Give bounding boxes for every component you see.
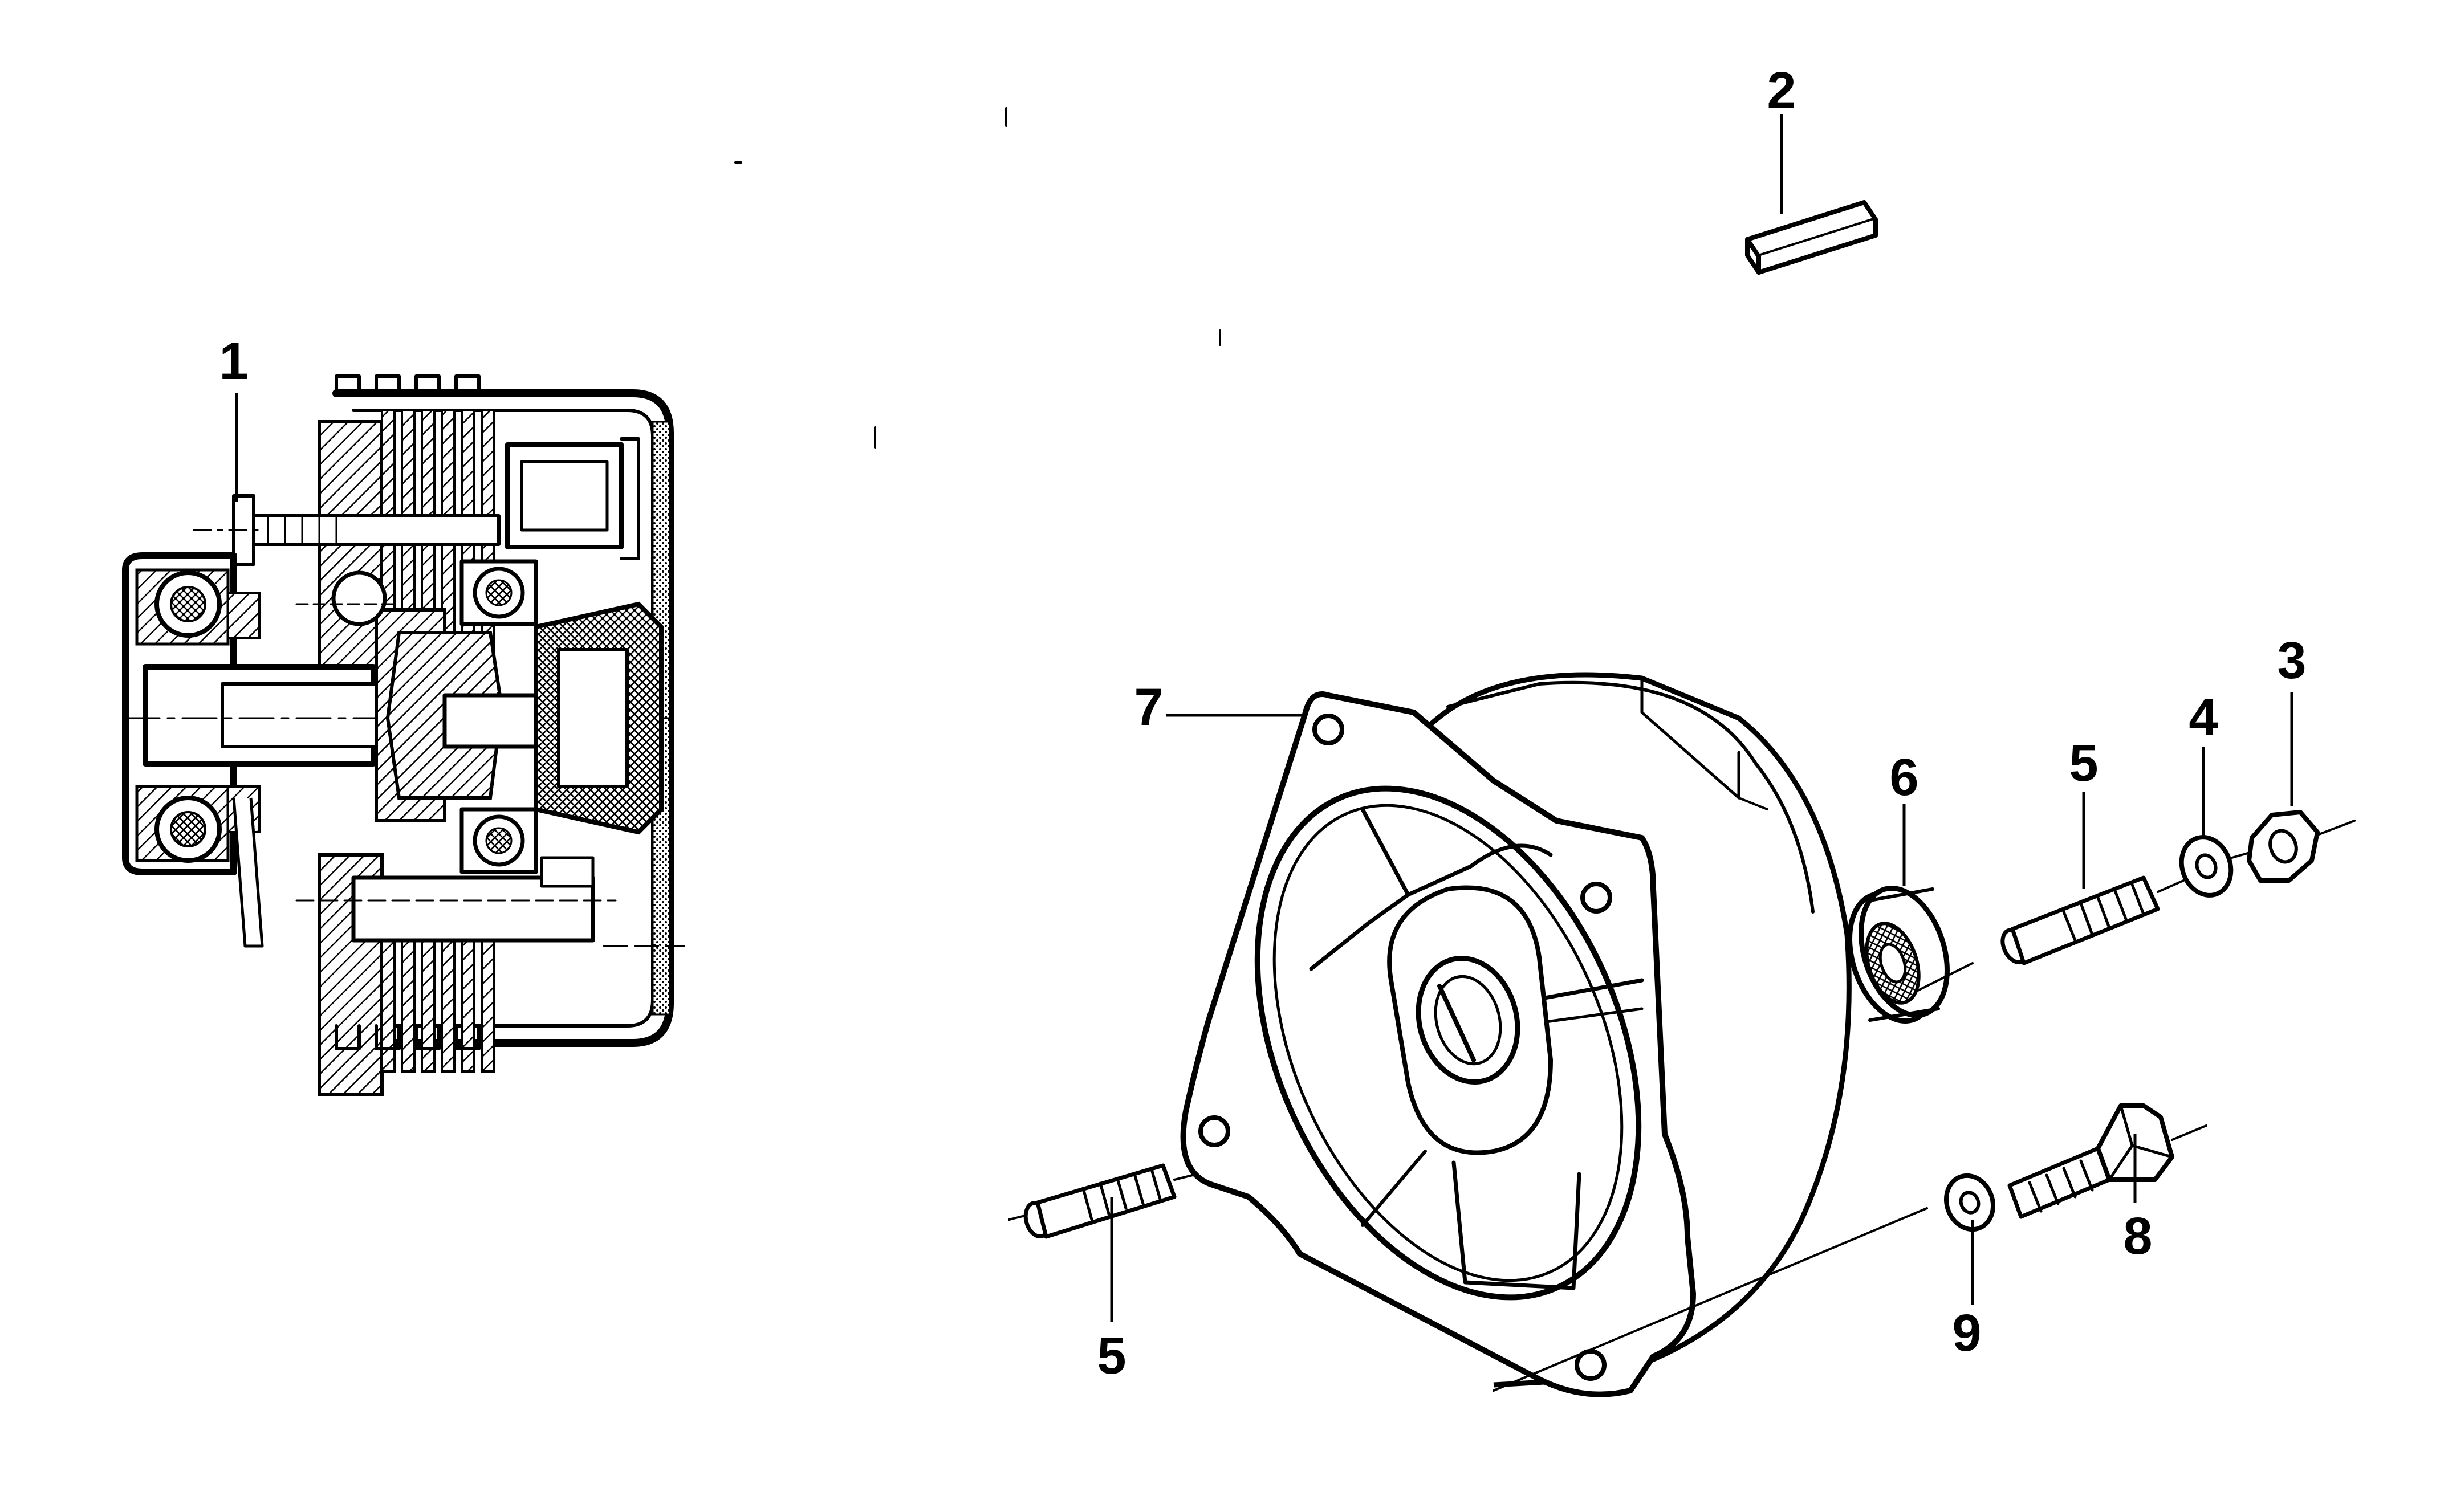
gearbox-housing bbox=[1180, 672, 1852, 1397]
clutch-assembly-section bbox=[122, 374, 685, 1096]
callout-3: 3 bbox=[2277, 631, 2306, 690]
callout-1: 1 bbox=[219, 332, 248, 390]
washer-lower bbox=[1493, 1173, 1996, 1392]
flange-hole bbox=[1580, 882, 1612, 914]
stud-upper bbox=[1914, 875, 2185, 993]
shaft-key bbox=[1745, 200, 1878, 275]
flange-hole bbox=[1312, 714, 1344, 745]
callout-9: 9 bbox=[1952, 1304, 1981, 1362]
callout-2: 2 bbox=[1767, 62, 1796, 120]
main-shaft bbox=[124, 608, 674, 822]
hex-bolt bbox=[2007, 1103, 2207, 1219]
callout-numbers: 1 2 3 4 5 6 7 5 8 9 bbox=[219, 62, 2306, 1385]
callout-6: 6 bbox=[1889, 748, 1918, 806]
flange-hole bbox=[1575, 1349, 1607, 1381]
stud-lower bbox=[1008, 1163, 1198, 1239]
leader-lines bbox=[235, 114, 2293, 1322]
scan-marks bbox=[734, 107, 1221, 449]
hex-nut bbox=[2247, 810, 2356, 883]
through-bolt bbox=[193, 494, 501, 566]
callout-5-upper: 5 bbox=[2069, 734, 2098, 792]
right-bearings bbox=[295, 559, 538, 874]
flange-hole bbox=[1198, 1115, 1230, 1147]
callout-7: 7 bbox=[1134, 678, 1163, 736]
callout-4: 4 bbox=[2189, 688, 2218, 747]
callout-5-lower: 5 bbox=[1097, 1327, 1126, 1385]
bearing bbox=[1847, 886, 1950, 1024]
callout-8: 8 bbox=[2123, 1207, 2152, 1265]
washer-upper bbox=[2179, 835, 2253, 898]
